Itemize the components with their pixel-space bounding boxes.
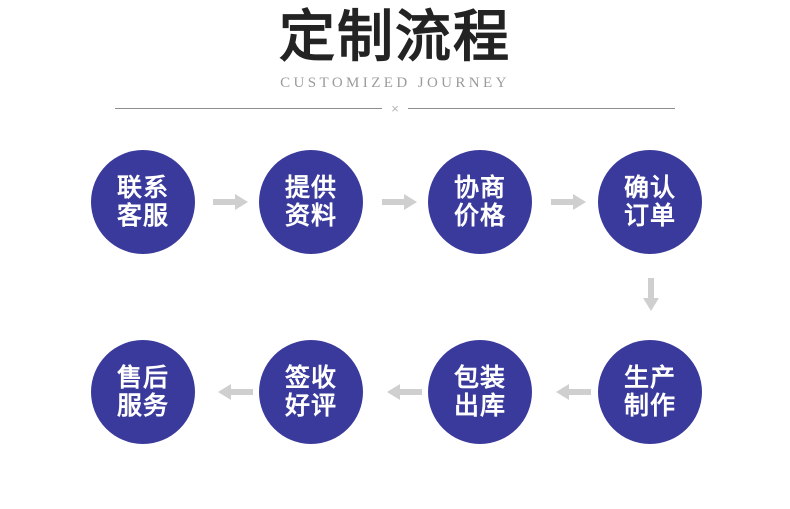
arrow-head [387, 384, 400, 400]
arrow-shaft [213, 199, 237, 205]
divider-line-left [115, 107, 383, 109]
arrow-left-icon [551, 382, 591, 402]
arrow-right-icon [551, 192, 591, 212]
flow-node-contact-service[interactable]: 联系 客服 [91, 150, 195, 254]
flow-node-packaging-shipping[interactable]: 包装 出库 [428, 340, 532, 444]
flow-node-label-line2: 价格 [453, 201, 506, 230]
flow-row-2: 售后 服务 签收 好评 包装 出库 生产 制作 [0, 330, 790, 456]
page-subtitle: CUSTOMIZED JOURNEY [280, 75, 510, 91]
flow-node-label-line2: 订单 [623, 201, 676, 230]
flow-node-label-line1: 售后 [116, 363, 169, 392]
flow-node-sign-and-review[interactable]: 签收 好评 [259, 340, 363, 444]
arrow-shaft [382, 199, 406, 205]
arrow-head [643, 298, 659, 311]
flow-node-label-line1: 提供 [284, 173, 337, 202]
section-divider: × [115, 99, 675, 117]
arrow-left-icon [382, 382, 422, 402]
arrow-shaft [648, 278, 654, 300]
arrow-left-icon [213, 382, 253, 402]
arrow-shaft [567, 389, 591, 395]
flow-node-label-line1: 联系 [116, 173, 169, 202]
page-header: 定制流程 CUSTOMIZED JOURNEY [0, 0, 790, 92]
flow-row-1: 联系 客服 提供 资料 协商 价格 确认 订单 [0, 140, 790, 266]
flow-node-production[interactable]: 生产 制作 [598, 340, 702, 444]
flow-node-negotiate-price[interactable]: 协商 价格 [428, 150, 532, 254]
flow-node-label-line2: 制作 [623, 391, 676, 420]
flow-node-label-line2: 出库 [453, 391, 506, 420]
arrow-shaft [229, 389, 253, 395]
divider-cross-icon: × [391, 100, 399, 116]
flow-node-label-line1: 协商 [453, 173, 506, 202]
flow-node-label-line2: 好评 [284, 391, 337, 420]
arrow-shaft [551, 199, 575, 205]
flow-node-label-line2: 服务 [116, 391, 169, 420]
flow-node-label-line1: 生产 [623, 363, 676, 392]
arrow-down-icon [641, 278, 661, 314]
arrow-head [218, 384, 231, 400]
arrow-head [573, 194, 586, 210]
arrow-right-icon [382, 192, 422, 212]
flow-node-label-line1: 签收 [284, 363, 337, 392]
flow-node-confirm-order[interactable]: 确认 订单 [598, 150, 702, 254]
arrow-head [404, 194, 417, 210]
flow-node-label-line2: 客服 [116, 201, 169, 230]
divider-line-right [407, 107, 675, 109]
flow-node-provide-materials[interactable]: 提供 资料 [259, 150, 363, 254]
arrow-right-icon [213, 192, 253, 212]
arrow-shaft [398, 389, 422, 395]
process-flow-diagram: 联系 客服 提供 资料 协商 价格 确认 订单 [0, 140, 790, 456]
flow-node-after-sales-service[interactable]: 售后 服务 [91, 340, 195, 444]
flow-node-label-line2: 资料 [284, 201, 337, 230]
page-title: 定制流程 [279, 5, 511, 70]
arrow-head [556, 384, 569, 400]
arrow-head [235, 194, 248, 210]
flow-node-label-line1: 包装 [453, 363, 506, 392]
flow-node-label-line1: 确认 [623, 173, 676, 202]
